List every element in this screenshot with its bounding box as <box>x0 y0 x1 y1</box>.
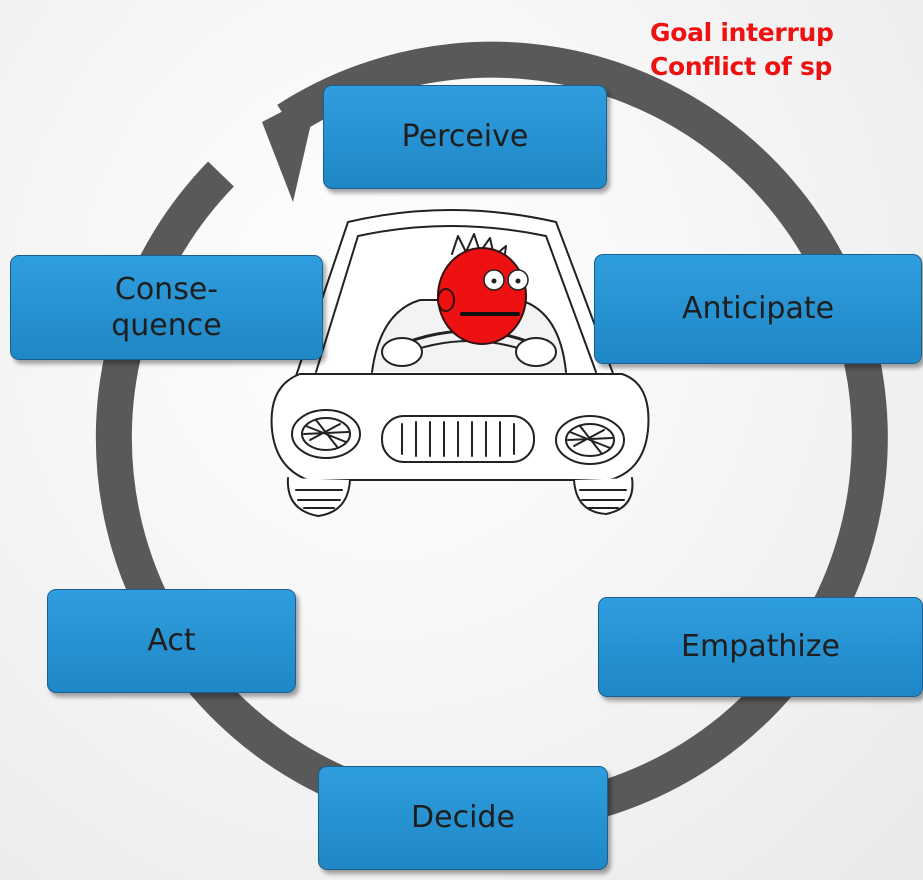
step-consequence[interactable]: Conse- quence <box>10 255 323 360</box>
step-anticipate-label: Anticipate <box>681 291 835 327</box>
step-perceive-label: Perceive <box>401 119 529 155</box>
step-act-label: Act <box>147 623 196 659</box>
annotation-goal-interruption: Goal interrup <box>650 18 834 47</box>
cycle-ring <box>95 41 888 834</box>
step-empathize-label: Empathize <box>681 629 840 665</box>
step-anticipate[interactable]: Anticipate <box>594 254 922 364</box>
step-act[interactable]: Act <box>47 589 296 693</box>
step-empathize[interactable]: Empathize <box>598 597 923 697</box>
angry-driver-car-illustration <box>270 209 650 517</box>
step-perceive[interactable]: Perceive <box>323 85 607 189</box>
step-decide[interactable]: Decide <box>318 766 608 870</box>
annotation-conflict: Conflict of sp <box>650 52 833 81</box>
cycle-arrowhead <box>262 93 318 202</box>
step-consequence-label-line1: Conse- <box>114 272 219 308</box>
step-consequence-label-line2: quence <box>111 307 222 343</box>
step-decide-label: Decide <box>411 800 515 836</box>
